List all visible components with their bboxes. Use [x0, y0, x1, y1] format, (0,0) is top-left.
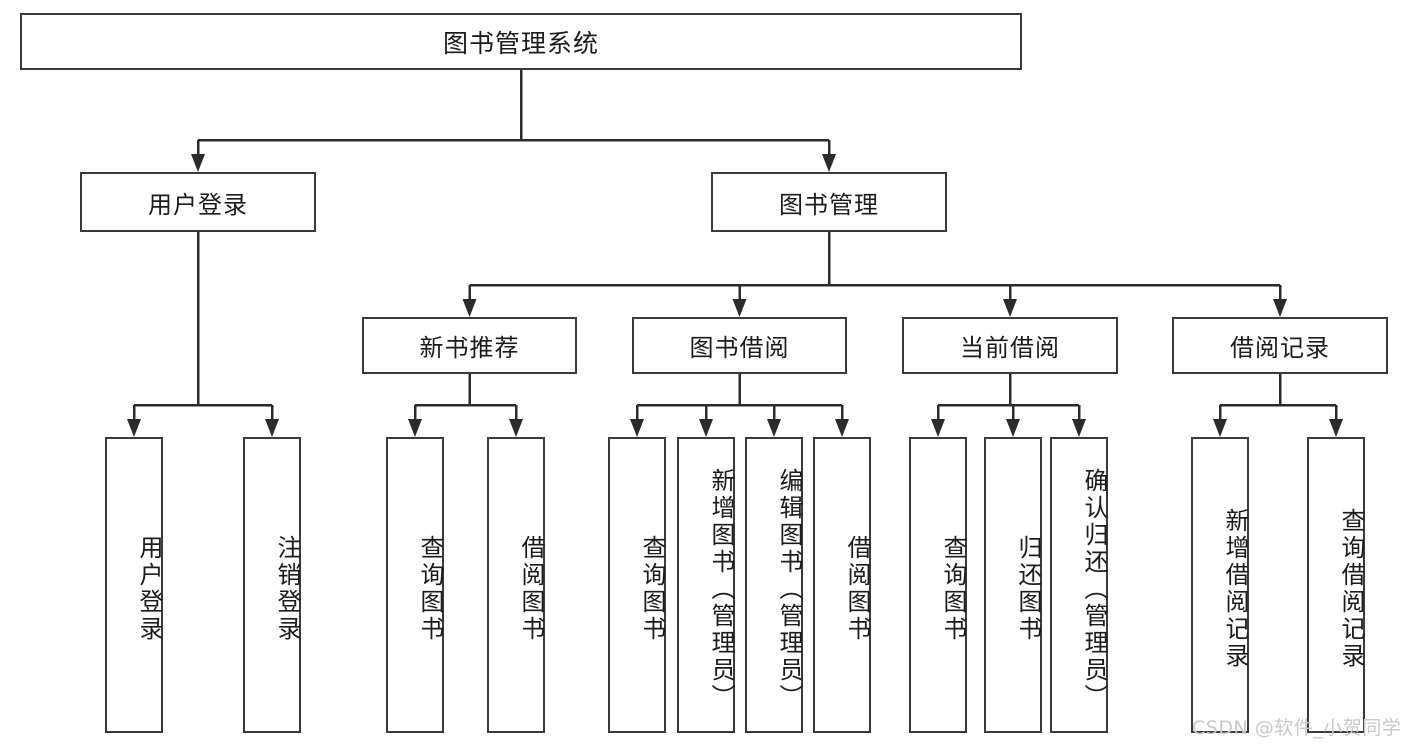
- arrowhead-icon: [1213, 419, 1227, 437]
- node-borrow-record-label: 借阅记录: [1230, 334, 1330, 362]
- node-leaf-user-login-label: 用户登录: [135, 535, 163, 643]
- node-leaf-query-book-1-label: 查询图书: [416, 535, 444, 643]
- arrowhead-icon: [265, 419, 279, 437]
- node-borrow-record[interactable]: 借阅记录: [1172, 317, 1388, 374]
- node-book-manage-label: 图书管理: [779, 190, 879, 219]
- arrowhead-icon: [509, 419, 523, 437]
- node-leaf-edit-book[interactable]: 编辑图书（管理员）: [745, 437, 803, 733]
- arrowhead-icon: [931, 419, 945, 437]
- arrowhead-icon: [822, 154, 836, 172]
- node-leaf-query-book-3[interactable]: 查询图书: [909, 437, 967, 733]
- node-book-manage[interactable]: 图书管理: [711, 172, 947, 232]
- node-leaf-confirm-return[interactable]: 确认归还（管理员）: [1050, 437, 1108, 733]
- arrowhead-icon: [408, 419, 422, 437]
- node-leaf-return-book[interactable]: 归还图书: [984, 437, 1042, 733]
- node-leaf-add-book[interactable]: 新增图书（管理员）: [677, 437, 735, 733]
- node-leaf-user-login[interactable]: 用户登录: [105, 437, 163, 733]
- node-leaf-borrow-book-2-label: 借阅图书: [843, 535, 871, 643]
- watermark: CSDN @软件_小贺同学: [1192, 717, 1402, 739]
- node-leaf-query-record[interactable]: 查询借阅记录: [1307, 437, 1365, 733]
- arrowhead-icon: [1003, 299, 1017, 317]
- arrowhead-icon: [767, 419, 781, 437]
- node-leaf-query-book-3-label: 查询图书: [939, 535, 967, 643]
- node-current-borrow-label: 当前借阅: [960, 334, 1060, 362]
- arrowhead-icon: [699, 419, 713, 437]
- arrowhead-icon: [630, 419, 644, 437]
- node-current-borrow[interactable]: 当前借阅: [902, 317, 1118, 374]
- node-leaf-edit-book-label: 编辑图书（管理员）: [775, 467, 803, 711]
- arrowhead-icon: [191, 154, 205, 172]
- node-leaf-user-logout-label: 注销登录: [273, 535, 301, 643]
- node-leaf-return-book-label: 归还图书: [1014, 535, 1042, 643]
- node-leaf-user-logout[interactable]: 注销登录: [243, 437, 301, 733]
- node-root[interactable]: 图书管理系统: [20, 13, 1022, 70]
- arrowhead-icon: [1273, 299, 1287, 317]
- node-new-book-recommend-label: 新书推荐: [419, 334, 520, 362]
- node-leaf-borrow-book-2[interactable]: 借阅图书: [813, 437, 871, 733]
- node-leaf-add-record[interactable]: 新增借阅记录: [1191, 437, 1249, 733]
- arrowhead-icon: [127, 419, 141, 437]
- node-user-login-label: 用户登录: [148, 190, 248, 219]
- arrowhead-icon: [1329, 419, 1343, 437]
- arrowhead-icon: [732, 299, 747, 317]
- node-leaf-borrow-book-1-label: 借阅图书: [517, 535, 545, 643]
- node-user-login[interactable]: 用户登录: [80, 172, 316, 232]
- node-leaf-query-book-1[interactable]: 查询图书: [386, 437, 444, 733]
- node-new-book-recommend[interactable]: 新书推荐: [362, 317, 577, 374]
- node-leaf-add-book-label: 新增图书（管理员）: [707, 467, 735, 711]
- arrowhead-icon: [462, 299, 477, 317]
- node-leaf-add-record-label: 新增借阅记录: [1221, 508, 1249, 670]
- node-root-label: 图书管理系统: [442, 28, 599, 58]
- node-book-borrow-label: 图书借阅: [689, 334, 790, 362]
- node-leaf-query-record-label: 查询借阅记录: [1337, 508, 1365, 670]
- node-book-borrow[interactable]: 图书借阅: [632, 317, 847, 374]
- arrowhead-icon: [1006, 419, 1020, 437]
- node-leaf-confirm-return-label: 确认归还（管理员）: [1080, 467, 1108, 711]
- node-leaf-query-book-2-label: 查询图书: [638, 535, 666, 643]
- arrowhead-icon: [835, 419, 849, 437]
- arrowhead-icon: [1072, 419, 1086, 437]
- node-leaf-query-book-2[interactable]: 查询图书: [608, 437, 666, 733]
- node-leaf-borrow-book-1[interactable]: 借阅图书: [487, 437, 545, 733]
